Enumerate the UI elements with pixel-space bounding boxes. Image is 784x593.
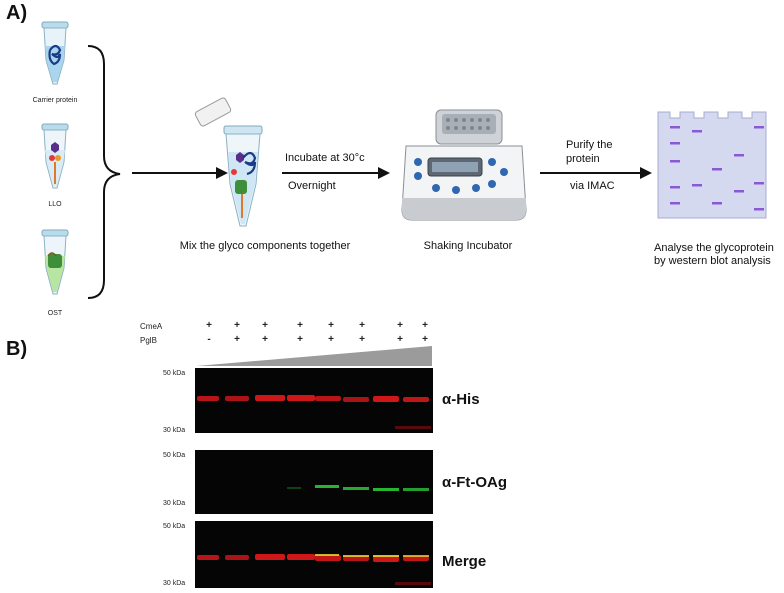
- tube-label-llo: LLO: [48, 201, 62, 208]
- pglb-gradient-triangle: [196, 346, 432, 366]
- cmea-sign: +: [206, 320, 212, 331]
- blot-his-label: α-His: [442, 391, 480, 408]
- merge-yellow-band: [343, 555, 369, 557]
- merge-yellow-band: [373, 555, 399, 557]
- merge-red-band: [403, 556, 429, 561]
- blot-merge-marker-50: 50 kDa: [163, 523, 186, 530]
- pglb-sign: +: [234, 334, 240, 345]
- blot-his-bands: [197, 395, 431, 429]
- merge-yellow-band: [403, 555, 429, 557]
- pglb-sign: -: [207, 334, 211, 345]
- analyse-caption-line1: Analyse the glycoprotein: [654, 242, 774, 254]
- overnight-label: Overnight: [288, 180, 336, 192]
- his-band: [255, 395, 285, 401]
- cmea-sign: +: [234, 320, 240, 331]
- pglb-sign: +: [297, 334, 303, 345]
- merge-yellow-band: [315, 554, 339, 556]
- mix-caption: Mix the glyco components together: [179, 240, 351, 252]
- merge-faint-band: [395, 582, 431, 585]
- blot-oag-bands: [287, 485, 429, 491]
- his-band: [343, 397, 369, 402]
- arrow-to-mix-icon: [132, 167, 228, 179]
- purify-label-line1: Purify the: [566, 139, 613, 151]
- blot-oag-marker-50: 50 kDa: [163, 452, 186, 459]
- arrow-to-gel-icon: [540, 167, 652, 179]
- merge-red-band: [287, 554, 315, 560]
- carrier-protein-tube-icon: [41, 21, 69, 85]
- incubate-label: Incubate at 30°c: [285, 152, 365, 164]
- mixing-tube-icon: [194, 97, 263, 227]
- blot-merge-label: Merge: [442, 553, 487, 570]
- pglb-sign: +: [422, 334, 428, 345]
- his-band: [287, 395, 315, 401]
- oag-band: [343, 487, 369, 490]
- blot-his-marker-30: 30 kDa: [163, 427, 186, 434]
- cmea-sign: +: [262, 320, 268, 331]
- his-band: [403, 397, 429, 402]
- blot-oag-marker-30: 30 kDa: [163, 500, 186, 507]
- cmea-sign: +: [397, 320, 403, 331]
- purify-label-line2: protein: [566, 153, 600, 165]
- via-imac-label: via IMAC: [570, 180, 615, 192]
- analyse-caption: Analyse the glycoprotein by western blot…: [654, 242, 784, 268]
- pglb-sign: +: [328, 334, 334, 345]
- arrow-to-incubator-icon: [282, 167, 390, 179]
- pglb-sign: +: [397, 334, 403, 345]
- cmea-sign: +: [422, 320, 428, 331]
- merge-red-band: [255, 554, 285, 560]
- oag-band: [373, 488, 399, 491]
- blot-his: [195, 368, 433, 433]
- his-band: [373, 396, 399, 402]
- panel-b-label: B): [6, 338, 28, 360]
- panel-a-label: A): [6, 2, 28, 24]
- blot-merge: [195, 521, 433, 588]
- shaking-incubator-icon: [401, 109, 527, 221]
- merge-red-band: [225, 555, 249, 560]
- oag-band: [287, 487, 301, 489]
- tube-label-ost: OST: [47, 310, 63, 317]
- cmea-sign: +: [359, 320, 365, 331]
- merge-red-band: [373, 556, 399, 562]
- his-band: [197, 396, 219, 401]
- merge-red-band: [343, 556, 369, 561]
- analyse-caption-line2: by western blot analysis: [654, 255, 771, 267]
- oag-band: [403, 488, 429, 491]
- cmea-sign: +: [328, 320, 334, 331]
- western-blot-gel-icon: [657, 111, 767, 219]
- oag-band: [315, 485, 339, 488]
- his-faint-band: [395, 426, 431, 429]
- merge-red-band: [315, 555, 341, 561]
- cmea-sign: +: [297, 320, 303, 331]
- llo-tube-icon: [41, 123, 69, 189]
- pglb-sign: +: [359, 334, 365, 345]
- his-band: [225, 396, 249, 401]
- pglb-row-label: PglB: [140, 336, 157, 345]
- tube-label-carrier-protein: Carrier protein: [32, 97, 78, 104]
- incubator-caption: Shaking Incubator: [423, 240, 513, 252]
- blot-his-marker-50: 50 kDa: [163, 370, 186, 377]
- cmea-row-label: CmeA: [140, 322, 163, 331]
- blot-merge-marker-30: 30 kDa: [163, 580, 186, 587]
- ost-tube-icon: [41, 229, 69, 295]
- blot-merge-bands: [197, 554, 431, 585]
- bracket-icon: [87, 45, 121, 299]
- blot-oag-label: α-Ft-OAg: [442, 474, 508, 491]
- merge-red-band: [197, 555, 219, 560]
- blot-oag: [195, 450, 433, 514]
- pglb-sign: +: [262, 334, 268, 345]
- his-band: [315, 396, 341, 401]
